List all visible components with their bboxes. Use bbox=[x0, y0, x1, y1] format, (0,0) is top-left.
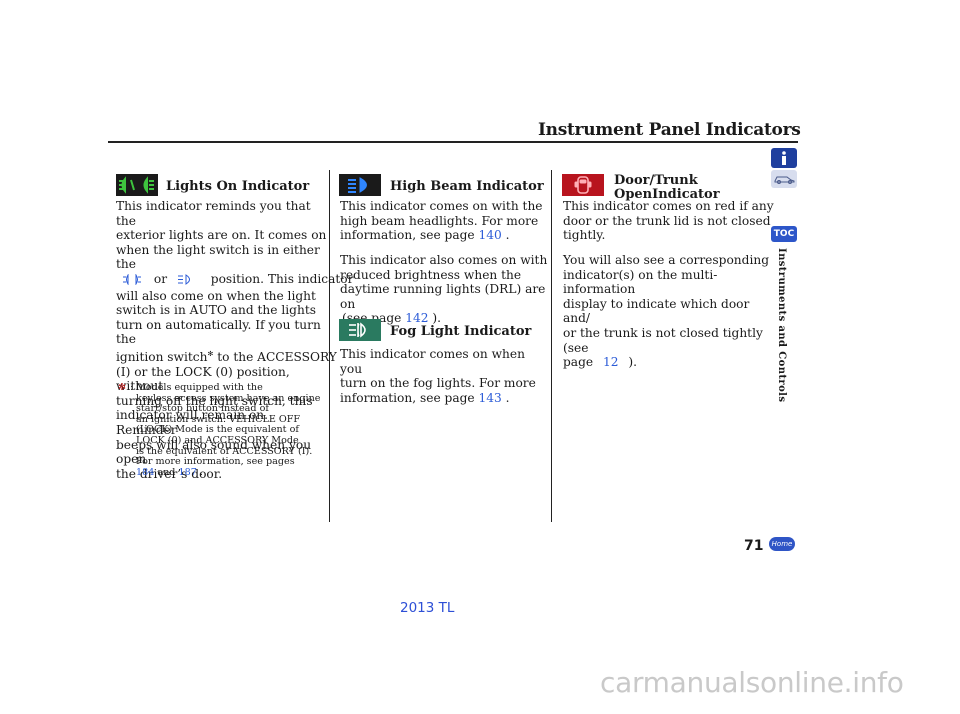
door-trunk-heading: Door/Trunk OpenIndicator bbox=[614, 173, 720, 202]
page-link-184[interactable]: 184 bbox=[136, 466, 155, 478]
high-beam-heading: High Beam Indicator bbox=[390, 179, 544, 194]
text-line: the driver’s door. bbox=[116, 466, 223, 481]
footnote: Models equipped with the keyless access … bbox=[136, 382, 321, 478]
headlight-icon bbox=[177, 274, 197, 289]
text-line: turning off the light switch, this bbox=[116, 393, 313, 408]
model-label: 2013 TL bbox=[400, 600, 455, 616]
text-line: when the light switch is in either the bbox=[116, 242, 320, 272]
high-beam-text: This indicator comes on with the high be… bbox=[340, 199, 543, 243]
watermark: carmanualsonline.info bbox=[600, 666, 904, 699]
page-link-12[interactable]: 12 bbox=[602, 355, 619, 370]
footnote-colon: : bbox=[130, 382, 134, 393]
lights-on-heading: Lights On Indicator bbox=[166, 179, 310, 194]
text-line: turn on automatically. If you turn the bbox=[116, 317, 321, 347]
parking-light-icon bbox=[122, 273, 144, 289]
high-beam-indicator-icon bbox=[339, 174, 381, 196]
fog-light-text: This indicator comes on when you turn on… bbox=[340, 347, 536, 405]
fog-light-indicator-icon bbox=[339, 319, 381, 341]
text-line: ignition switch✻ to the ACCESSORY bbox=[116, 349, 337, 364]
text-line: beeps will also sound when you open bbox=[116, 437, 312, 467]
text-line: switch is in AUTO and the lights bbox=[116, 303, 316, 318]
toc-button[interactable]: TOC bbox=[771, 226, 797, 242]
home-button[interactable]: Home bbox=[769, 537, 795, 551]
page-title: Instrument Panel Indicators bbox=[538, 120, 801, 140]
car-icon[interactable] bbox=[771, 170, 797, 188]
multi-info-text: You will also see a corresponding indica… bbox=[563, 253, 769, 370]
info-icon[interactable] bbox=[771, 148, 797, 168]
text-line: or position. This indicator bbox=[116, 272, 353, 289]
page-link-187[interactable]: 187 bbox=[178, 466, 197, 478]
asterisk-mark: ✻ bbox=[207, 349, 214, 358]
text-line: exterior lights are on. It comes on bbox=[116, 228, 327, 243]
page-link-140[interactable]: 140 bbox=[478, 228, 502, 243]
title-rule bbox=[108, 141, 798, 143]
page-number: 71 bbox=[744, 538, 764, 554]
column-divider-1 bbox=[329, 170, 330, 522]
lights-on-text: This indicator reminds you that the exte… bbox=[116, 199, 353, 481]
lights-on-indicator-icon bbox=[116, 174, 158, 196]
fog-light-heading: Fog Light Indicator bbox=[390, 324, 532, 339]
text-line: indicator will remain on. Reminder bbox=[116, 408, 269, 437]
page-link-142[interactable]: 142 bbox=[405, 311, 429, 326]
door-trunk-text: This indicator comes on red if any door … bbox=[563, 199, 774, 243]
page-link-143[interactable]: 143 bbox=[478, 390, 502, 405]
text-line: This indicator reminds you that the bbox=[116, 199, 311, 228]
footnote-mark: ✻ bbox=[118, 382, 127, 393]
section-label: Instruments and Controls bbox=[776, 248, 787, 403]
text-line: (I) or the LOCK (0) position, without bbox=[116, 364, 290, 394]
text-line: will also come on when the light bbox=[116, 288, 316, 303]
drl-text: This indicator also comes on with reduce… bbox=[340, 253, 548, 326]
door-open-indicator-icon bbox=[562, 174, 604, 196]
column-divider-2 bbox=[551, 170, 552, 522]
